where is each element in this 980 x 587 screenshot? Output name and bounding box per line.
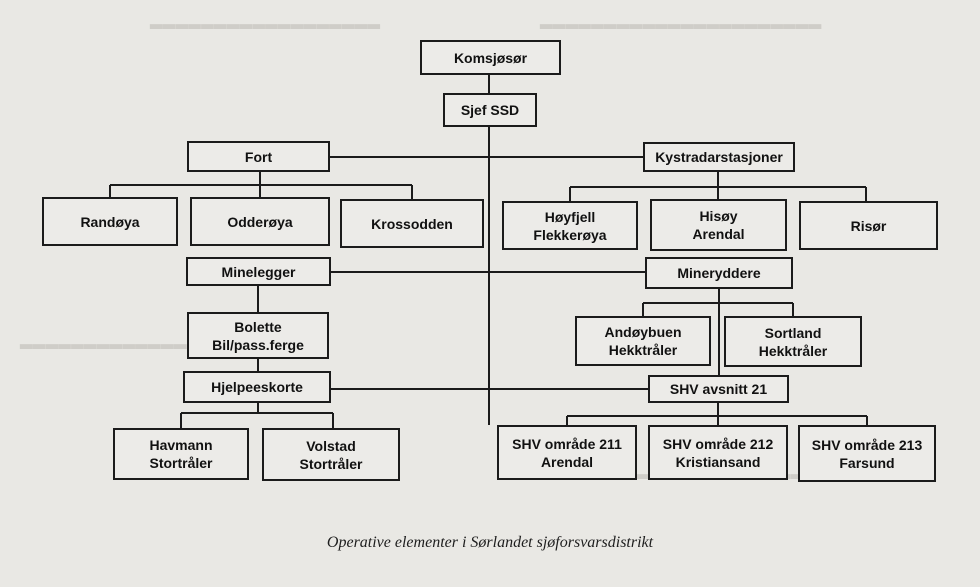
node-label: Bolette	[234, 318, 282, 335]
node-label: Andøybuen	[604, 324, 682, 340]
node-label: Hjelpeeskorte	[211, 379, 303, 395]
node-label: Fort	[244, 148, 273, 165]
node-sjef-ssd: Sjef SSD	[443, 93, 537, 127]
node-label: Stortråler	[149, 455, 213, 471]
node-label: Sortland	[764, 324, 822, 341]
node-kystradarstasjoner: Kystradarstasjoner	[643, 142, 795, 172]
node-hisoy-arendal: Hisøy Arendal	[650, 199, 787, 251]
node-label: SHV område 212	[662, 435, 774, 452]
node-label: Flekkerøya	[533, 226, 607, 243]
node-label: Sjef SSD	[460, 102, 520, 118]
node-label: Risør	[850, 217, 887, 234]
node-label: Høyfjell	[544, 208, 596, 225]
node-label: Havmann	[149, 437, 213, 453]
node-label: SHV område 211	[512, 435, 622, 452]
node-krossodden: Krossodden	[340, 199, 484, 248]
node-hjelpeeskorte: Hjelpeeskorte	[183, 371, 331, 403]
node-label: SHV område 213	[811, 436, 923, 453]
node-shv-omrade-211: SHV område 211 Arendal	[497, 425, 637, 480]
node-minelegger: Minelegger	[186, 257, 331, 286]
node-mineryddere: Mineryddere	[645, 257, 793, 289]
background-texture: ▂▂▂▂▂▂▂▂▂▂▂▂▂▂▂▂▂▂	[150, 12, 381, 29]
node-label: SHV avsnitt 21	[669, 381, 768, 397]
node-label: Bil/pass.ferge	[212, 336, 304, 353]
node-label: Odderøya	[227, 213, 293, 230]
node-bolette-ferge: Bolette Bil/pass.ferge	[187, 312, 329, 359]
node-label: Arendal	[692, 226, 745, 242]
node-shv-avsnitt-21: SHV avsnitt 21	[648, 375, 789, 403]
node-label: Kystradarstasjoner	[655, 149, 783, 165]
node-label: Stortråler	[299, 455, 363, 472]
figure-caption: Operative elementer i Sørlandet sjøforsv…	[326, 534, 654, 551]
node-label: Minelegger	[221, 263, 296, 280]
node-label: Hekktråler	[758, 342, 828, 359]
node-label: Hisøy	[699, 208, 738, 224]
node-label: Komsjøsør	[453, 49, 528, 66]
node-label: Kristiansand	[675, 453, 761, 470]
node-risor: Risør	[799, 201, 938, 250]
node-label: Arendal	[540, 453, 594, 470]
node-fort: Fort	[187, 141, 330, 172]
node-randoya: Randøya	[42, 197, 178, 246]
node-label: Mineryddere	[677, 265, 761, 281]
node-havmann-stortraler: Havmann Stortråler	[113, 428, 249, 480]
node-komsjosor: Komsjøsør	[420, 40, 561, 75]
node-sortland-hekktraler: Sortland Hekktråler	[724, 316, 862, 367]
node-shv-omrade-213: SHV område 213 Farsund	[798, 425, 936, 482]
node-shv-omrade-212: SHV område 212 Kristiansand	[648, 425, 788, 480]
node-label: Krossodden	[371, 215, 453, 232]
node-andoybuen-hekktraler: Andøybuen Hekktråler	[575, 316, 711, 366]
node-hoyfjell-flekkeroya: Høyfjell Flekkerøya	[502, 201, 638, 250]
node-label: Hekktråler	[608, 342, 678, 358]
node-label: Farsund	[839, 454, 895, 471]
node-odderoya: Odderøya	[190, 197, 330, 246]
node-label: Randøya	[80, 213, 140, 230]
node-label: Volstad	[306, 437, 356, 454]
node-volstad-stortraler: Volstad Stortråler	[262, 428, 400, 481]
background-texture: ▂▂▂▂▂▂▂▂▂▂▂▂▂▂▂▂▂▂▂▂▂▂	[540, 12, 822, 29]
